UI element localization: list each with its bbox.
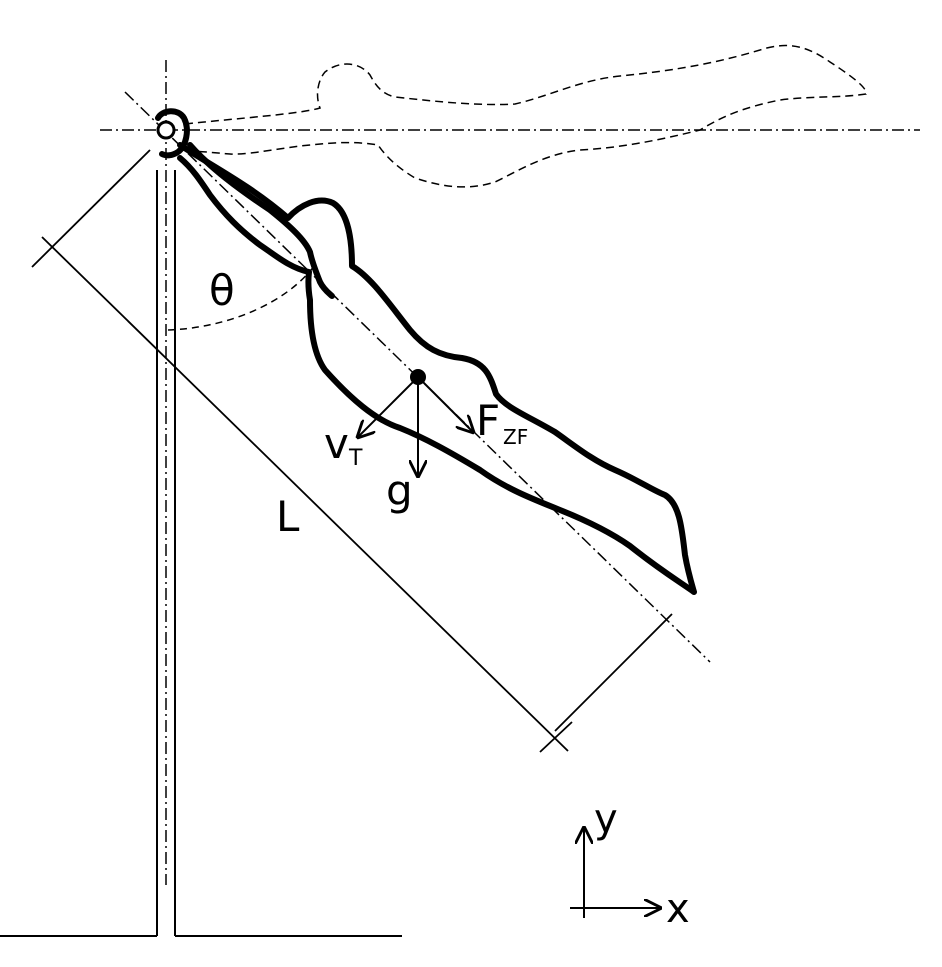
hand-grip xyxy=(155,108,190,159)
pole xyxy=(156,170,176,936)
theta-angle-arc xyxy=(167,264,316,331)
centrifugal-force-label: F xyxy=(476,396,500,445)
theta-label: θ xyxy=(209,266,235,315)
centrifugal-force-subscript: ZF xyxy=(503,425,528,449)
length-dimension xyxy=(31,149,673,753)
tangential-velocity-subscript: T xyxy=(348,446,363,471)
length-label: L xyxy=(276,492,300,541)
gravity-label: g xyxy=(386,466,413,515)
axis-y-label: y xyxy=(594,796,618,842)
centrifugal-force-arrow xyxy=(417,376,473,432)
axis-x-label: x xyxy=(666,886,690,932)
body-axis-line xyxy=(124,91,711,663)
inclined-body-outline xyxy=(177,142,697,595)
pivot-point xyxy=(156,120,176,140)
tangential-velocity-label: v xyxy=(324,419,349,468)
arm-outline xyxy=(187,142,335,299)
tangential-velocity-arrow xyxy=(358,376,419,437)
horizontal-body-outline xyxy=(181,44,867,188)
